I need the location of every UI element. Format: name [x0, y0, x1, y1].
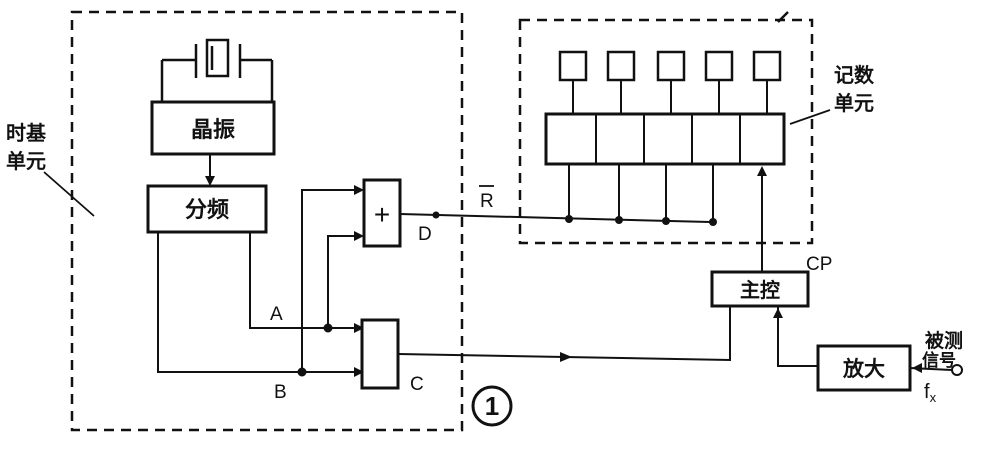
counter-unit-frame	[518, 18, 814, 245]
digit-display	[606, 50, 636, 82]
arrow-head	[354, 231, 364, 241]
divider-label: 分频	[185, 198, 229, 223]
display-leads	[572, 80, 768, 114]
digit-display	[656, 50, 686, 82]
signal-a-label: A	[270, 304, 283, 325]
counter-unit-label-2: 单元	[834, 91, 874, 115]
junction-dot	[323, 323, 333, 333]
amplifier-label: 放大	[842, 357, 885, 381]
arrow-head	[354, 185, 364, 195]
junction-dot	[709, 218, 717, 226]
divider-box	[146, 184, 268, 234]
arrow-head	[773, 308, 783, 318]
reset-wire	[399, 213, 711, 223]
junction-dot	[432, 211, 440, 219]
arrow-head	[757, 166, 767, 176]
junction-dot	[615, 216, 623, 224]
signal-d-label: D	[418, 224, 432, 245]
input-terminal	[951, 364, 963, 376]
main-control-box	[710, 270, 810, 308]
timebase-leader	[43, 171, 95, 217]
timebase-unit-label-1: 时基	[6, 121, 47, 145]
crystal-oscillator-box	[150, 100, 276, 156]
amp-to-control-wire	[777, 306, 818, 367]
digit-display	[704, 50, 734, 82]
digit-display	[558, 50, 588, 82]
or-gate-symbol: +	[374, 199, 390, 230]
arrow-head	[354, 323, 364, 333]
counter-unit-label-1: 记数	[834, 63, 875, 87]
main-control-label: 主控	[740, 278, 780, 302]
junction-dot	[565, 215, 573, 223]
timebase-unit-label-2: 单元	[6, 149, 46, 173]
signal-b-label: B	[274, 382, 287, 403]
measured-signal-label-2: 信号	[922, 350, 956, 371]
figure-number: 1	[485, 391, 499, 421]
arrow-head	[205, 176, 215, 186]
timebase-unit-frame	[70, 10, 464, 432]
wire-b-to-or	[301, 189, 360, 372]
fx-label: fx	[924, 381, 937, 405]
arrow-head	[560, 352, 572, 362]
wire-a-to-or	[327, 235, 360, 328]
wire-a	[249, 232, 360, 329]
arrow-head	[354, 367, 364, 377]
figure-number-circle	[471, 385, 513, 427]
digit-display	[752, 50, 782, 82]
crystal-label: 晶振	[191, 118, 235, 143]
register-dividers	[595, 114, 741, 164]
arrow-head	[912, 363, 922, 373]
wire-b	[157, 232, 360, 373]
reset-taps	[568, 164, 714, 222]
or-gate	[362, 178, 402, 248]
signal-c-label: C	[410, 374, 424, 395]
counter-leader	[789, 109, 831, 125]
measured-signal-label-1: 被测	[925, 329, 963, 352]
crystal-symbol	[160, 38, 274, 102]
gate-output-wire	[397, 306, 731, 362]
junction-dot	[297, 367, 307, 377]
junction-dot	[662, 217, 670, 225]
control-gate	[360, 318, 400, 390]
cp-label: CP	[806, 254, 832, 275]
counter-displays	[558, 50, 782, 82]
counter-frame-tick	[777, 11, 789, 23]
reset-label: R	[480, 191, 494, 212]
amplifier-box	[816, 344, 912, 392]
counter-register	[544, 112, 786, 166]
